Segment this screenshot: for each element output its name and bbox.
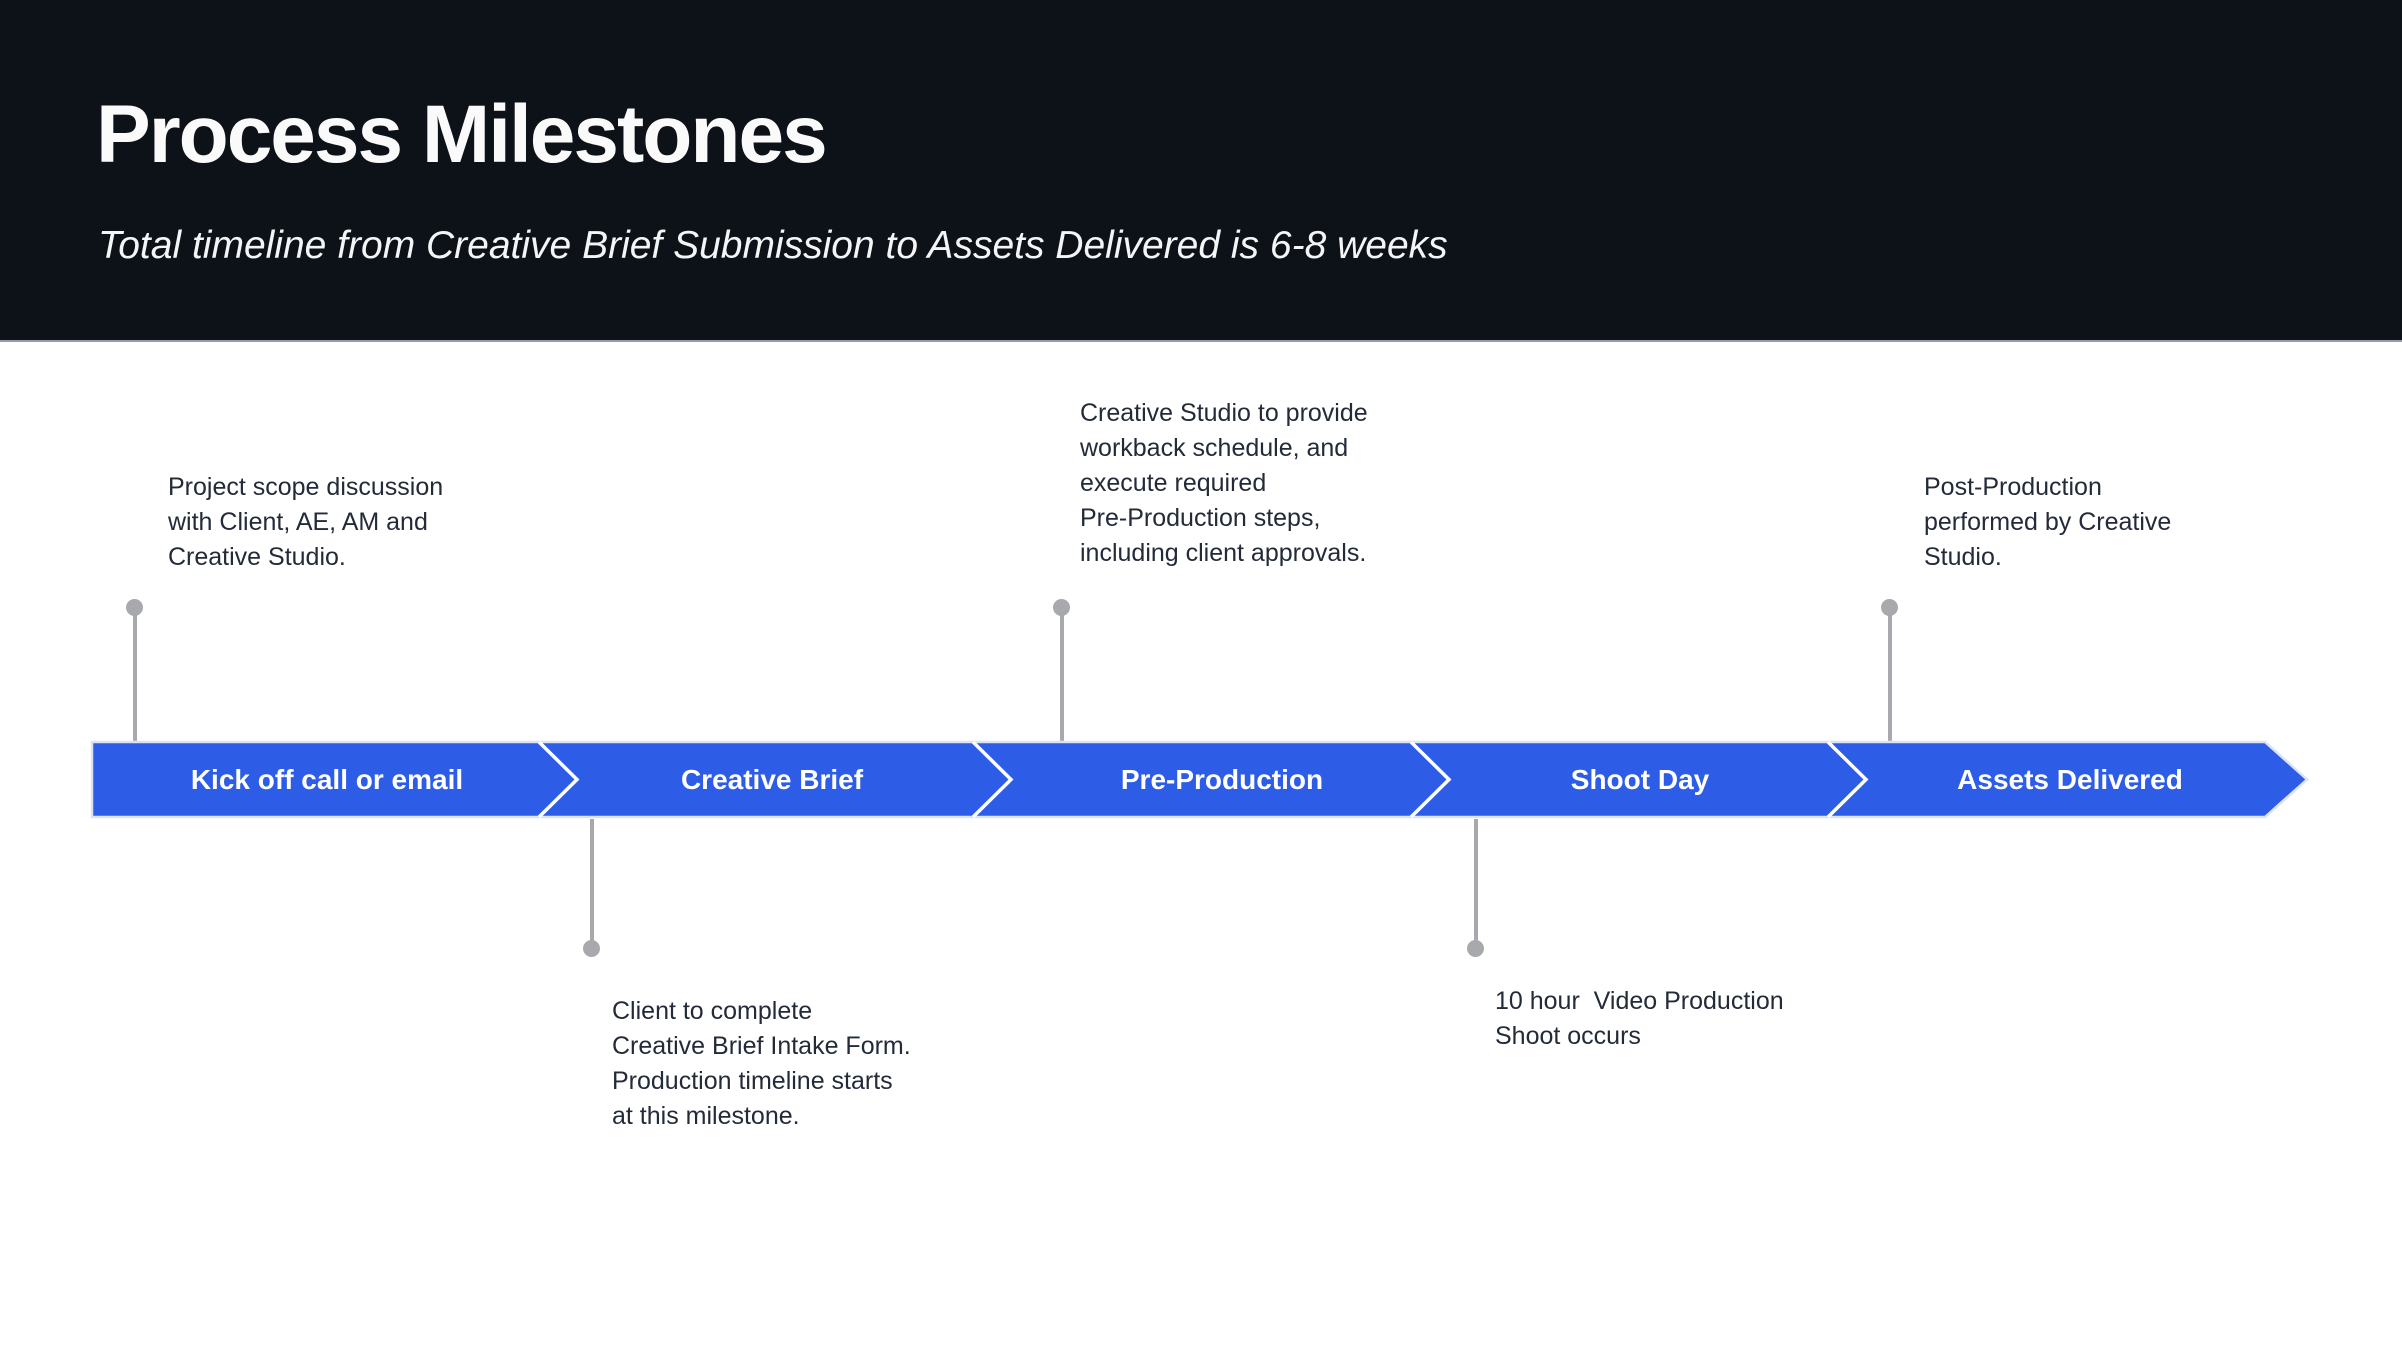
connector-dot-creative-brief bbox=[583, 940, 600, 957]
milestone-label-creative-brief: Creative Brief bbox=[680, 764, 864, 795]
milestone-label-shoot-day: Shoot Day bbox=[1570, 764, 1710, 795]
connector-line-creative-brief bbox=[590, 819, 594, 943]
milestone-label-kickoff: Kick off call or email bbox=[190, 764, 464, 795]
connector-line-preproduction bbox=[1060, 614, 1064, 742]
chevron-separator-1 bbox=[537, 740, 580, 819]
chevron-separator-2 bbox=[971, 740, 1014, 819]
page-subtitle: Total timeline from Creative Brief Submi… bbox=[98, 224, 1448, 267]
connector-dot-shoot-day bbox=[1467, 940, 1484, 957]
annotation-preproduction: Creative Studio to provide workback sche… bbox=[1080, 399, 1368, 567]
milestone-label-preproduction: Pre-Production bbox=[1120, 764, 1324, 795]
chevron-separator-4 bbox=[1826, 740, 1869, 819]
chevron-separator-3 bbox=[1409, 740, 1452, 819]
annotation-creative-brief: Client to complete Creative Brief Intake… bbox=[612, 997, 911, 1130]
annotation-kickoff: Project scope discussion with Client, AE… bbox=[168, 473, 444, 571]
connector-line-assets-delivered bbox=[1888, 614, 1892, 742]
arrow-shape bbox=[90, 740, 2309, 819]
page-title: Process Milestones bbox=[96, 89, 828, 180]
connector-line-kickoff bbox=[133, 614, 137, 742]
connector-line-shoot-day bbox=[1474, 819, 1478, 943]
annotation-shoot-day: 10 hour Video Production Shoot occurs bbox=[1495, 987, 1784, 1050]
slide-header: Process Milestones Total timeline from C… bbox=[0, 0, 2402, 342]
annotation-assets-delivered: Post-Production performed by Creative St… bbox=[1924, 473, 2172, 571]
timeline-arrow bbox=[90, 740, 2309, 819]
connector-dot-kickoff bbox=[126, 599, 143, 616]
connector-dot-assets-delivered bbox=[1881, 599, 1898, 616]
milestone-label-assets-delivered: Assets Delivered bbox=[1957, 764, 2183, 795]
connector-dot-preproduction bbox=[1053, 599, 1070, 616]
